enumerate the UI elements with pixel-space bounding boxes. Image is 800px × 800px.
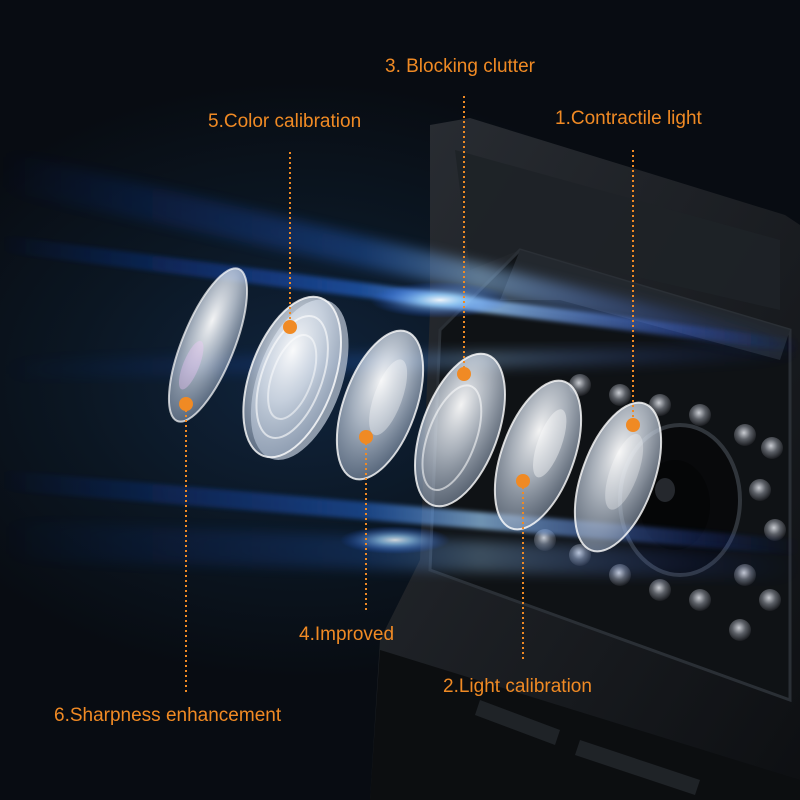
lens-element-1 <box>573 401 663 553</box>
callout-dots <box>179 320 640 488</box>
callout-label-sharpness-enhancement: 6.Sharpness enhancement <box>54 705 282 726</box>
callout-label-light-calibration: 2.Light calibration <box>443 676 592 697</box>
lens-element-5 <box>242 295 349 460</box>
callout-dot-2 <box>516 474 530 488</box>
callout-label-contractile-light: 1.Contractile light <box>555 108 702 129</box>
callout-dot-4 <box>359 430 373 444</box>
callout-leaders <box>185 96 634 692</box>
lens-element-6 <box>167 267 249 423</box>
lens-element-4 <box>335 329 425 481</box>
callout-label-color-calibration: 5.Color calibration <box>208 111 362 132</box>
lens-elements <box>167 267 663 553</box>
callout-dot-1 <box>626 418 640 432</box>
callout-dot-6 <box>179 397 193 411</box>
callout-label-improved: 4.Improved <box>299 624 395 645</box>
lens-element-2 <box>493 379 583 531</box>
callout-dot-3 <box>457 367 471 381</box>
callout-dot-5 <box>283 320 297 334</box>
callout-label-blocking-clutter: 3. Blocking clutter <box>385 56 535 77</box>
lens-element-3 <box>414 352 506 508</box>
